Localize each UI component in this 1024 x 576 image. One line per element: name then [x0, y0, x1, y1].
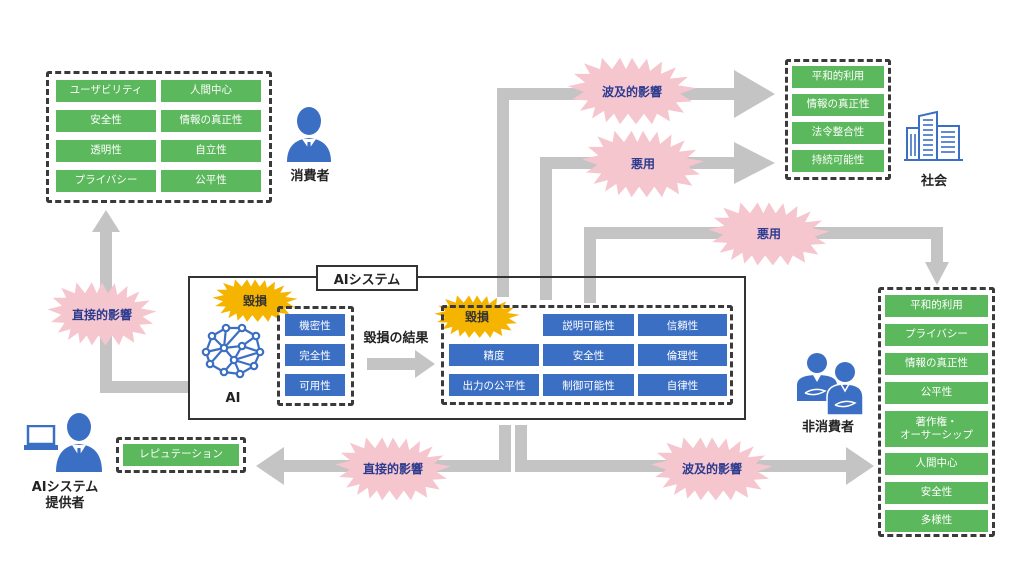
quality-value: 自律性: [638, 374, 727, 396]
quality-value: 安全性: [543, 344, 634, 366]
provider-label-line2: 提供者: [45, 496, 85, 512]
arrowhead-up-consumer: [92, 210, 120, 232]
quality-value: 精度: [449, 344, 539, 366]
provider-label-line1: AIシステム: [31, 480, 99, 495]
non-consumer-value: 人間中心: [885, 453, 988, 475]
non-consumer-label: 非消費者: [801, 420, 854, 435]
security-value: 完全性: [285, 344, 345, 366]
ripple-impact-society-label: 波及的影響: [601, 84, 662, 99]
ai-network-icon: [201, 323, 265, 379]
non-consumer-value: 平和的利用: [885, 295, 988, 317]
consumer-value: ユーザビリティ: [56, 80, 156, 102]
security-value: 可用性: [285, 374, 345, 396]
quality-value: 制御可能性: [543, 374, 634, 396]
consumer-person-icon: [287, 107, 331, 162]
non-consumer-people-icon: [797, 353, 864, 416]
misuse-non-consumer-label: 悪用: [756, 226, 781, 241]
quality-values-box: [441, 305, 733, 405]
arrowhead-down-non-consumer: [925, 262, 949, 285]
society-label: 社会: [920, 174, 947, 189]
arrow-ripple-to-society: [497, 88, 740, 297]
non-consumer-values-box: [878, 287, 995, 537]
provider-label: AIシステム 提供者: [22, 480, 108, 513]
ai-system-title: AIシステム: [316, 265, 418, 291]
ai-label: AI: [225, 391, 241, 406]
quality-value: 倫理性: [638, 344, 727, 366]
society-values-box: [785, 59, 891, 180]
laptop-icon: [24, 425, 58, 450]
consumer-value: 人間中心: [161, 80, 261, 102]
consumer-value: 公平性: [161, 170, 261, 192]
consumer-values-box: [46, 71, 272, 203]
provider-value: レピュテーション: [123, 444, 239, 466]
security-values-box: [277, 306, 354, 406]
quality-value: 説明可能性: [543, 314, 634, 336]
consumer-value: 透明性: [56, 140, 156, 162]
arrowhead-right-non-consumer: [846, 447, 874, 485]
direct-impact-consumer-label: 直接的影響: [71, 307, 132, 322]
arrowhead-right-society-2: [734, 142, 775, 184]
arrow-direct-to-consumer: [100, 228, 188, 393]
quality-value: 出力の公平性: [449, 374, 539, 396]
quality-value: 信頼性: [638, 314, 727, 336]
society-value: 持続可能性: [792, 150, 884, 172]
non-consumer-value: プライバシー: [885, 324, 988, 346]
damage-result-label: 毀損の結果: [363, 331, 429, 346]
society-value: 法令整合性: [792, 122, 884, 144]
non-consumer-value: 情報の真正性: [885, 353, 988, 375]
society-value: 平和的利用: [792, 66, 884, 88]
consumer-value: 自立性: [161, 140, 261, 162]
arrowhead-right-society-1: [734, 70, 775, 118]
damage-label-left: 毀損: [242, 293, 267, 308]
arrowhead-left-provider: [256, 447, 284, 485]
arrowhead-damage-result: [415, 350, 435, 378]
misuse-society-label: 悪用: [630, 156, 655, 171]
non-consumer-value: 公平性: [885, 382, 988, 404]
ripple-impact-non-consumer-label: 波及的影響: [681, 461, 742, 476]
non-consumer-value: 著作権・ オーサーシップ: [885, 411, 988, 447]
non-consumer-value: 安全性: [885, 482, 988, 504]
arrow-damage-result-shaft: [367, 358, 417, 370]
non-consumer-value: 多様性: [885, 510, 988, 532]
consumer-label: 消費者: [290, 169, 330, 184]
consumer-value: 情報の真正性: [161, 110, 261, 132]
building-icon: [904, 110, 963, 161]
security-value: 機密性: [285, 314, 345, 336]
consumer-value: 安全性: [56, 110, 156, 132]
consumer-value: プライバシー: [56, 170, 156, 192]
society-value: 情報の真正性: [792, 94, 884, 116]
provider-values-box: [116, 437, 246, 473]
damage-label-right: 毀損: [464, 309, 489, 324]
ai-system-box: [188, 276, 746, 420]
provider-person-icon: [56, 413, 102, 472]
direct-impact-provider-label: 直接的影響: [362, 461, 423, 476]
